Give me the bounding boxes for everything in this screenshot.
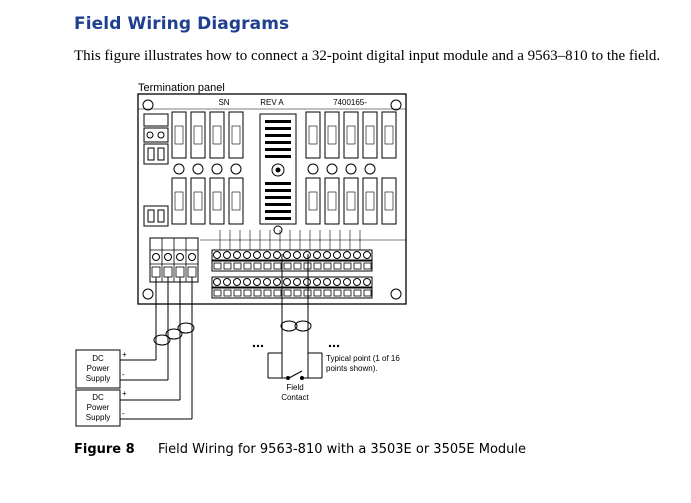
svg-text:points shown).: points shown). xyxy=(326,364,378,373)
upper-terminal-strip xyxy=(211,249,373,261)
figure-caption-text: Field Wiring for 9563-810 with a 3503E o… xyxy=(158,442,526,457)
svg-text:-: - xyxy=(122,409,125,418)
svg-text:DC: DC xyxy=(92,393,104,402)
figure-caption: Figure 8 Field Wiring for 9563-810 with a… xyxy=(74,442,526,457)
termination-board xyxy=(137,93,407,305)
lower-terminal-strip xyxy=(211,276,373,288)
field-wiring-diagram: Termination panel 7400165- REV A SN xyxy=(75,82,407,427)
svg-text:Supply: Supply xyxy=(86,413,110,422)
svg-text:Contact: Contact xyxy=(281,393,309,402)
svg-text:Power: Power xyxy=(87,364,110,373)
board-part-number: 7400165- xyxy=(333,98,367,107)
svg-text:-: - xyxy=(122,370,125,379)
board-revision: REV A xyxy=(260,98,284,107)
central-connector xyxy=(259,113,297,225)
svg-text:DC: DC xyxy=(92,354,104,363)
typical-point-note: Typical point (1 of 16 xyxy=(326,354,400,363)
field-contact-label: Field xyxy=(286,383,303,392)
dc-power-supply-1 xyxy=(75,349,121,389)
intro-paragraph: This figure illustrates how to connect a… xyxy=(74,48,661,64)
svg-text:+: + xyxy=(122,389,127,398)
svg-text:Supply: Supply xyxy=(86,374,110,383)
board-serial: SN xyxy=(218,98,229,107)
svg-text:+: + xyxy=(122,350,127,359)
dc-power-supply-2 xyxy=(75,389,121,427)
figure-number: Figure 8 xyxy=(74,442,135,457)
field-contact-switch-icon xyxy=(288,370,303,379)
termination-panel-label: Termination panel xyxy=(138,82,225,94)
svg-text:Power: Power xyxy=(87,403,110,412)
section-title: Field Wiring Diagrams xyxy=(74,14,290,34)
twisted-pair-icon xyxy=(280,320,298,332)
